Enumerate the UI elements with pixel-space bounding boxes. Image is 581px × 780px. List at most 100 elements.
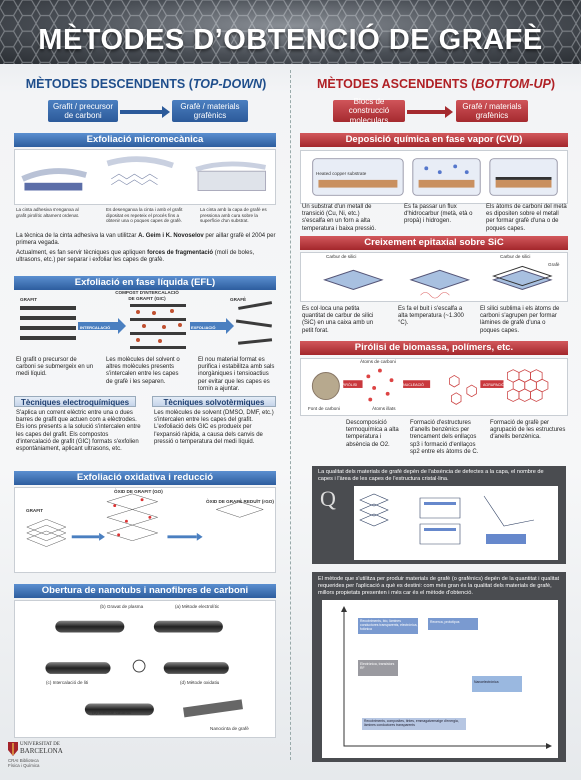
chart-note-sic: Electrònica, transistors RF bbox=[360, 662, 395, 670]
efl-caption-1: El grafit o precursor de carboni se subm… bbox=[16, 357, 94, 378]
chart-note-mech: Recerca, prototipus bbox=[430, 620, 460, 624]
pyro-label-isolated: Àtoms illats bbox=[372, 406, 396, 411]
micro-caption-1: La cinta adhesiva s'enganxa al grafit pi… bbox=[16, 207, 80, 218]
efl-label-gic: COMPOST D'INTERCALACIÓ DE GRAFIT (GIC) bbox=[115, 290, 179, 301]
tube-label-b: (b) Gravat de plasma bbox=[100, 604, 144, 609]
cvd-caption-3: Els àtoms de carboni del metà es diposit… bbox=[486, 204, 567, 232]
subsection-solvothermal: Tècniques solvotèrmiques bbox=[152, 396, 276, 407]
cvd-caption-2: Es fa passar un flux d'hidrocarbur (metà… bbox=[404, 204, 473, 225]
quality-panel: La qualitat dels materials de grafè depè… bbox=[312, 466, 566, 564]
chart-note-lpe: Recobriments, composites, tintes, emmaga… bbox=[364, 719, 459, 727]
chart-axes bbox=[341, 606, 552, 749]
sic-label-graphene: Grafè bbox=[548, 262, 560, 267]
cvd-figure bbox=[300, 150, 568, 204]
pyro-caption-3: Formació de grafè per agrupació de les e… bbox=[490, 420, 566, 441]
tube-label-e: (e) Mètode catalític bbox=[92, 710, 132, 715]
efl-label-graphene: GRAFÈ bbox=[230, 297, 247, 302]
quality-text: La qualitat dels materials de grafè depè… bbox=[318, 469, 544, 482]
micro-caption-3: La cinta amb la capa de grafè es pressio… bbox=[200, 207, 267, 223]
pyro-label-atoms: Àtoms de carboni bbox=[360, 359, 396, 364]
oxidative-figure bbox=[14, 487, 276, 573]
pyro-label-nucleation: NUCLEACIÓ bbox=[403, 383, 424, 387]
logo-line-1: UNIVERSITAT DE bbox=[20, 742, 60, 747]
electrochemical-text: S'aplica un corrent elèctric entre una o… bbox=[16, 410, 141, 453]
pyro-label-aggregation: AGRUPACIÓ bbox=[483, 383, 505, 387]
tape-exfoliation-figure bbox=[14, 149, 276, 205]
method-text: El mètode que s'utilitza per produir mat… bbox=[318, 576, 560, 596]
sic-caption-3: El silici sublima i els àtoms de carboni… bbox=[480, 306, 560, 334]
arrow-right-icon bbox=[162, 106, 170, 118]
sic-caption-2: Es fa el buit i s'escalfa a alta tempera… bbox=[398, 306, 464, 327]
section-liquid-exfoliation: Exfoliació en fase líquida (EFL) bbox=[14, 276, 276, 290]
efl-label-graphite: GRAFIT bbox=[20, 297, 38, 302]
pyro-label-pyrolysis: PIRÒLISI bbox=[342, 383, 358, 387]
tube-label-a: (a) Mètode electrolític bbox=[175, 604, 220, 609]
quality-letter: Q bbox=[320, 486, 336, 511]
chart-note-cvd: Recobriments, bio, làmines conductores t… bbox=[360, 619, 418, 631]
section-pyrolysis: Pirólisi de biomassa, polímers, etc. bbox=[300, 341, 568, 355]
logo-line-3: CRAI Biblioteca bbox=[8, 758, 39, 763]
university-logo: UNIVERSITAT DE BARCELONA CRAI Biblioteca… bbox=[8, 742, 68, 772]
header-banner: MÈTODES D’OBTENCIÓ DE GRAFÈ bbox=[0, 0, 581, 64]
oxi-label-rgo: ÒXID DE GRAFÈ REDUÏT (rGO) bbox=[206, 499, 274, 504]
section-sic: Creixement epitaxial sobre SiC bbox=[300, 236, 568, 250]
top-down-heading: MÈTODES DESCENDENTS (TOP-DOWN) bbox=[25, 77, 267, 91]
oxi-label-go: ÒXID DE GRAFIT (GO) bbox=[114, 489, 163, 494]
shield-icon bbox=[8, 742, 18, 756]
pyro-label-source: Font de carboni bbox=[308, 406, 340, 411]
section-micromechanical: Exfoliació micromecànica bbox=[14, 133, 276, 147]
micro-caption-2: Es desenganxa la cinta i amb el grafit d… bbox=[106, 207, 183, 223]
chart-xlabel: Cost (producció en massa) bbox=[412, 749, 467, 754]
cost-quality-chart: Qualitat Cost (producció en massa) CVD S… bbox=[322, 600, 558, 758]
section-oxidative: Exfoliació oxidativa i reducció bbox=[14, 471, 276, 485]
oxi-label-graphite: GRAFIT bbox=[26, 508, 44, 513]
micro-paragraph-2: Actualment, es fan servir tècniques que … bbox=[16, 250, 255, 264]
chart-label-mech: Exfoliació mecànica bbox=[430, 610, 478, 616]
chart-label-lpe: Exfoliació en fase líquida bbox=[364, 710, 424, 716]
sic-label-2: Carbur de silici bbox=[500, 254, 531, 259]
column-divider bbox=[290, 70, 291, 760]
method-panel: El mètode que s'utilitza per produir mat… bbox=[312, 572, 566, 762]
efl-figure bbox=[20, 301, 273, 349]
cvd-label-substrate: Heated copper substrate bbox=[316, 171, 367, 176]
logo-line-2: BARCELONA bbox=[20, 747, 63, 755]
bottom-up-heading: MÈTODES ASCENDENTS (BOTTOM-UP) bbox=[317, 77, 555, 91]
flow-arrow bbox=[407, 110, 447, 114]
efl-label-exfoliation: EXFOLIACIÓ bbox=[191, 325, 216, 330]
sic-figure bbox=[300, 252, 568, 302]
efl-caption-3: El nou material format es purifica i est… bbox=[198, 357, 275, 392]
chart-ylabel: Qualitat bbox=[326, 644, 331, 660]
graphene-background-icon bbox=[0, 0, 581, 64]
solvothermal-text: Les molècules de solvent (DMSO, DMF, etc… bbox=[154, 410, 274, 445]
section-nanotubes: Obertura de nanotubs i nanofibres de car… bbox=[14, 584, 276, 598]
chart-label-assembly: Assemblatge molecular bbox=[472, 668, 529, 674]
flow-arrow bbox=[120, 110, 164, 114]
pyro-caption-2: Formació d'estructures d'anells benzènic… bbox=[410, 420, 479, 455]
flow-box-graphene: Grafè / materials grafènics bbox=[456, 100, 528, 122]
page-title: MÈTODES D’OBTENCIÓ DE GRAFÈ bbox=[38, 24, 543, 56]
logo-line-4: Física i Química bbox=[8, 763, 40, 768]
subsection-electrochemical: Tècniques electroquímiques bbox=[14, 396, 136, 407]
tube-label-ribbon: Nanocinta de grafè bbox=[210, 726, 249, 731]
flow-box-graphene: Grafè / materials grafènics bbox=[172, 100, 248, 122]
section-cvd: Deposició química en fase vapor (CVD) bbox=[300, 133, 568, 147]
quality-diagram bbox=[354, 486, 558, 560]
flow-box-molecular: Blocs de construcció moleculars bbox=[333, 97, 405, 125]
chart-label-cvd: CVD bbox=[360, 610, 371, 616]
flow-box-graphite: Grafit / precursor de carboni bbox=[48, 100, 118, 122]
sic-label-1: Carbur de silici bbox=[326, 254, 357, 259]
chart-label-sic: SiC bbox=[360, 652, 369, 658]
efl-label-intercalation: INTERCALACIÓ bbox=[80, 325, 111, 330]
cvd-caption-1: Un substrat d'un metall de transició (Cu… bbox=[302, 204, 377, 232]
tube-label-c: (c) Intercalació de liti bbox=[46, 680, 89, 685]
micro-paragraph-1: La tècnica de la cinta adhesiva la van u… bbox=[16, 233, 276, 247]
nanotube-figure bbox=[14, 600, 276, 738]
chart-note-assembly: Nanoelectrònica bbox=[474, 680, 499, 684]
tube-label-d: (d) Mètode oxidatiu bbox=[180, 680, 220, 685]
arrow-right-icon bbox=[445, 106, 453, 118]
pyro-caption-1: Descomposició termoquímica a alta temper… bbox=[346, 420, 399, 448]
pyrolysis-figure bbox=[300, 358, 568, 416]
efl-caption-2: Les molècules del solvent o altres molèc… bbox=[106, 357, 180, 385]
sic-caption-1: Es col·loca una petita quantitat de carb… bbox=[302, 306, 374, 334]
